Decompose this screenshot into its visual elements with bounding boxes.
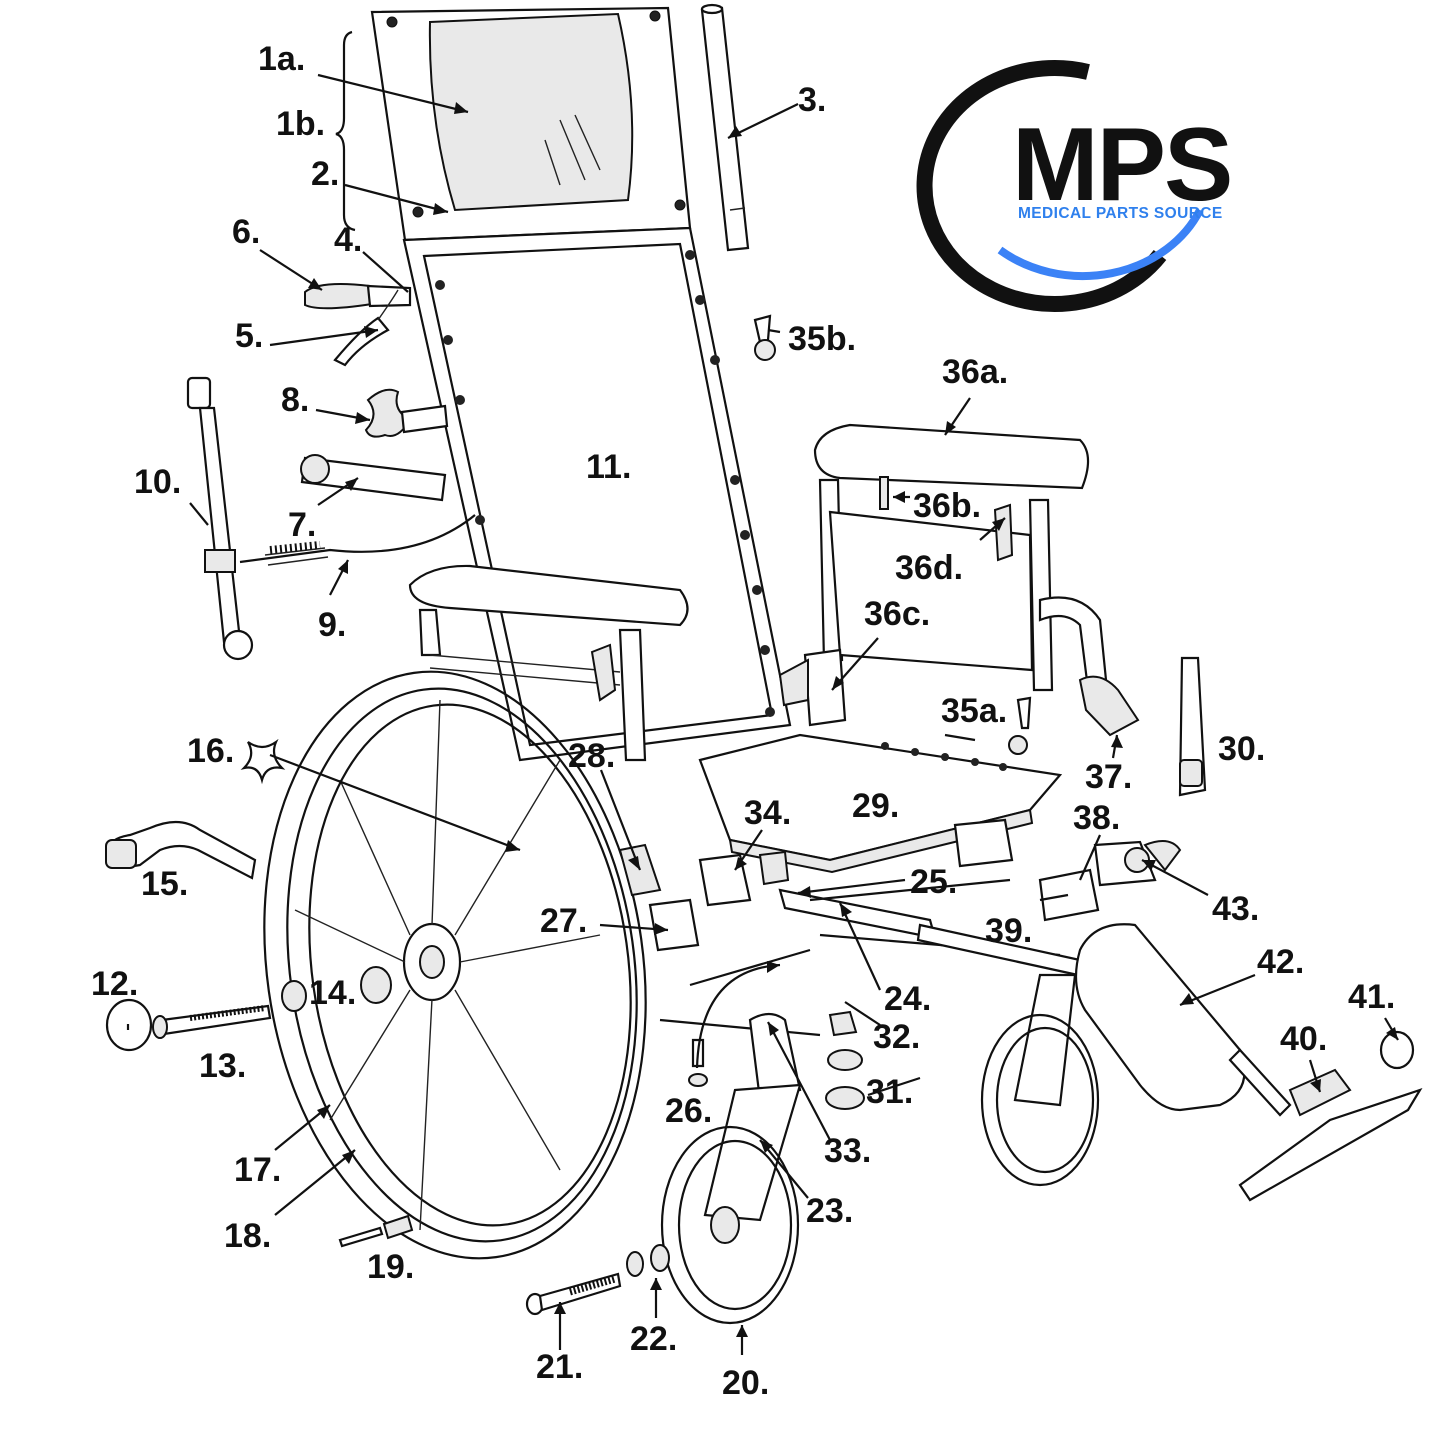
callout-8: 8. bbox=[281, 381, 309, 419]
recline-knob-16 bbox=[240, 738, 286, 785]
callout-38: 38. bbox=[1073, 799, 1120, 837]
mps-logo: MPS MEDICAL PARTS SOURCE bbox=[916, 60, 1233, 313]
callout-1b: 1b. bbox=[276, 105, 325, 143]
callout-43: 43. bbox=[1212, 890, 1259, 928]
callout-36c: 36c. bbox=[864, 595, 930, 633]
callout-5: 5. bbox=[235, 317, 263, 355]
left-caster bbox=[660, 1012, 802, 1325]
callout-1a: 1a. bbox=[258, 40, 305, 78]
armrest-tube-15 bbox=[105, 820, 257, 880]
callout-21: 21. bbox=[536, 1348, 583, 1386]
callout-42: 42. bbox=[1257, 943, 1304, 981]
callout-29: 29. bbox=[852, 787, 899, 825]
push-handle-tube bbox=[700, 3, 750, 252]
callout-3: 3. bbox=[798, 81, 826, 119]
callout-19: 19. bbox=[367, 1248, 414, 1286]
callout-14: 14. bbox=[309, 974, 356, 1012]
callout-17: 17. bbox=[234, 1151, 281, 1189]
callout-35b: 35b. bbox=[788, 320, 856, 358]
callout-30: 30. bbox=[1218, 730, 1265, 768]
callout-7: 7. bbox=[288, 506, 316, 544]
callout-28: 28. bbox=[568, 737, 615, 775]
callout-13: 13. bbox=[199, 1047, 246, 1085]
right-armrest bbox=[813, 423, 1090, 692]
callout-4: 4. bbox=[334, 221, 362, 259]
callout-25: 25. bbox=[910, 863, 957, 901]
callout-32: 32. bbox=[873, 1018, 920, 1056]
callout-36a: 36a. bbox=[942, 353, 1008, 391]
callout-15: 15. bbox=[141, 865, 188, 903]
logo-ring-dark bbox=[916, 60, 1167, 313]
callout-6: 6. bbox=[232, 213, 260, 251]
callout-16: 16. bbox=[187, 732, 234, 770]
callout-20: 20. bbox=[722, 1364, 769, 1402]
callout-36b: 36b. bbox=[913, 487, 981, 525]
logo-text: MPS bbox=[1012, 107, 1231, 223]
callout-9: 9. bbox=[318, 606, 346, 644]
callout-36d: 36d. bbox=[895, 549, 963, 587]
frame-and-crossbrace bbox=[659, 878, 1082, 1037]
left-armrest bbox=[408, 564, 689, 762]
callout-40: 40. bbox=[1280, 1020, 1327, 1058]
right-caster bbox=[980, 973, 1100, 1187]
elevating-legrest bbox=[1074, 840, 1423, 1202]
callout-27: 27. bbox=[540, 902, 587, 940]
callout-26: 26. bbox=[665, 1092, 712, 1130]
seat-upholstery bbox=[698, 733, 1063, 874]
caster-axle bbox=[525, 1244, 670, 1316]
logo-subtitle: MEDICAL PARTS SOURCE bbox=[1018, 205, 1223, 222]
callout-34: 34. bbox=[744, 794, 791, 832]
callout-10: 10. bbox=[134, 463, 181, 501]
recline-cable bbox=[239, 514, 476, 566]
logo-ring-blue bbox=[997, 208, 1204, 281]
back-support-tube bbox=[300, 454, 447, 502]
callout-18: 18. bbox=[224, 1217, 271, 1255]
callout-24: 24. bbox=[884, 980, 931, 1018]
callout-22: 22. bbox=[630, 1320, 677, 1358]
callout-12: 12. bbox=[91, 965, 138, 1003]
callout-23: 23. bbox=[806, 1192, 853, 1230]
callout-37: 37. bbox=[1085, 758, 1132, 796]
callout-35a: 35a. bbox=[941, 692, 1007, 730]
callout-2: 2. bbox=[311, 155, 339, 193]
callout-33: 33. bbox=[824, 1132, 871, 1170]
handgrip-assembly bbox=[304, 283, 412, 367]
leader-lines bbox=[126, 30, 1399, 1355]
leg-hanger bbox=[1038, 596, 1140, 737]
headrest-assembly bbox=[370, 6, 692, 242]
callout-41: 41. bbox=[1348, 978, 1395, 1016]
screws bbox=[753, 314, 1032, 755]
callout-31: 31. bbox=[866, 1073, 913, 1111]
callout-labels: 1a. 1b. 2. 3. 4. 5. 6. 7. 8. 9. 10. 11. … bbox=[91, 40, 1395, 1402]
hand-rim-bolt bbox=[338, 1214, 414, 1248]
armrest-receiver bbox=[778, 648, 847, 727]
recline-knob bbox=[364, 388, 449, 438]
recline-rod bbox=[186, 376, 254, 661]
footrest-hanger-bracket bbox=[1178, 656, 1207, 797]
wheelchair-drawing bbox=[105, 3, 1423, 1325]
callout-39: 39. bbox=[985, 912, 1032, 950]
callout-11: 11. bbox=[586, 448, 631, 486]
